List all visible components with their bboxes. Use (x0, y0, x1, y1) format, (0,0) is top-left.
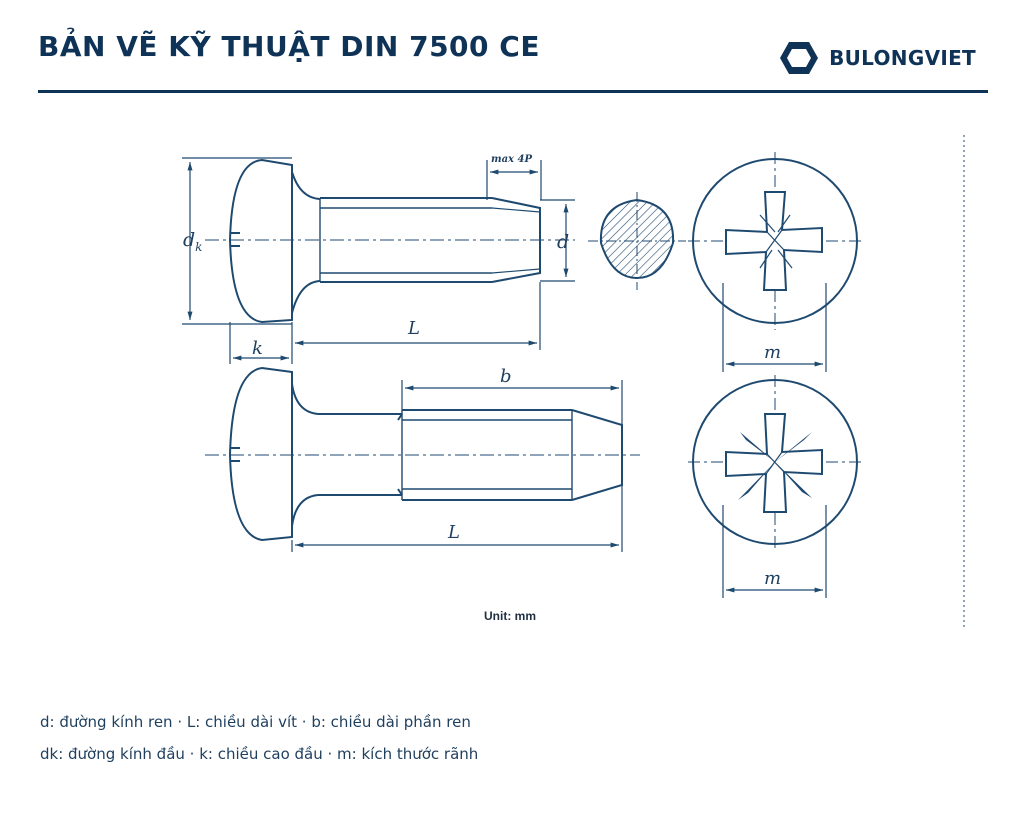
hexagon-nut-icon (780, 42, 819, 74)
recess-view-bottom (688, 375, 862, 550)
screw-side-view-top (205, 158, 575, 324)
unit-label: Unit: mm (484, 609, 536, 623)
legend-line-2: dk: đường kính đầu · k: chiều cao đầu · … (40, 745, 479, 763)
dimension-lines-bottom (291, 380, 623, 552)
thread-cross-section (588, 192, 686, 290)
label-d: d (557, 231, 569, 253)
dimension-lines-top (182, 157, 575, 364)
brand-name: BULONGVIET (829, 46, 976, 70)
label-max-4p: max 4P (491, 154, 532, 165)
label-m-bottom: m (764, 568, 781, 589)
legend-line-1: d: đường kính ren · L: chiều dài vít · b… (40, 713, 471, 731)
label-dk: dk (183, 229, 202, 254)
legend: d: đường kính ren · L: chiều dài vít · b… (40, 706, 478, 770)
page-title: BẢN VẼ KỸ THUẬT DIN 7500 CE (38, 30, 540, 63)
label-m-top: m (764, 342, 781, 363)
screw-side-view-bottom (205, 366, 640, 542)
header-divider (38, 90, 988, 93)
dimension-m-top (722, 283, 827, 372)
brand-logo: BULONGVIET (779, 40, 976, 76)
label-k: k (252, 338, 263, 359)
recess-view-top (688, 152, 862, 330)
label-L-top: L (407, 318, 420, 339)
label-b: b (500, 366, 512, 387)
dimension-m-bottom (722, 505, 827, 598)
label-L-bottom: L (447, 522, 460, 543)
